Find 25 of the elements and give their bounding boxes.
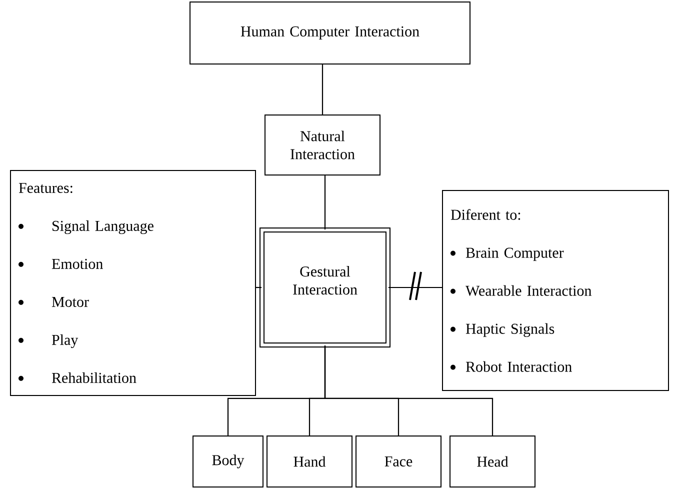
list-item: Brain Computer — [466, 248, 564, 261]
double-border-box: Gestural Interaction — [260, 227, 390, 348]
process-box: Natural Interaction — [264, 114, 380, 176]
list-heading: Diferent to: — [450, 209, 520, 220]
process-box: Face — [356, 435, 442, 488]
process-box: Hand — [266, 435, 352, 488]
list-item: Emotion — [52, 258, 103, 269]
process-box: Human Computer Interaction — [190, 2, 470, 64]
connector-line — [324, 345, 494, 436]
list-box — [442, 190, 669, 391]
list-item: Wearable Interaction — [466, 285, 592, 296]
list-box — [10, 170, 256, 396]
list-item: Motor — [52, 297, 89, 307]
list-item: Rehabilitation — [52, 372, 136, 383]
list-item: Signal Language — [52, 220, 154, 234]
list-heading: Features: — [18, 183, 72, 194]
connector-line — [322, 64, 324, 114]
process-box: Head — [450, 435, 536, 488]
list-item: Haptic Signals — [466, 323, 554, 337]
list-item: Robot Interaction — [466, 361, 572, 372]
connector-line — [388, 286, 442, 288]
list-item: Play — [52, 334, 78, 348]
process-box: Body — [192, 435, 264, 488]
connector-line — [256, 286, 262, 288]
connector-line — [324, 175, 326, 230]
